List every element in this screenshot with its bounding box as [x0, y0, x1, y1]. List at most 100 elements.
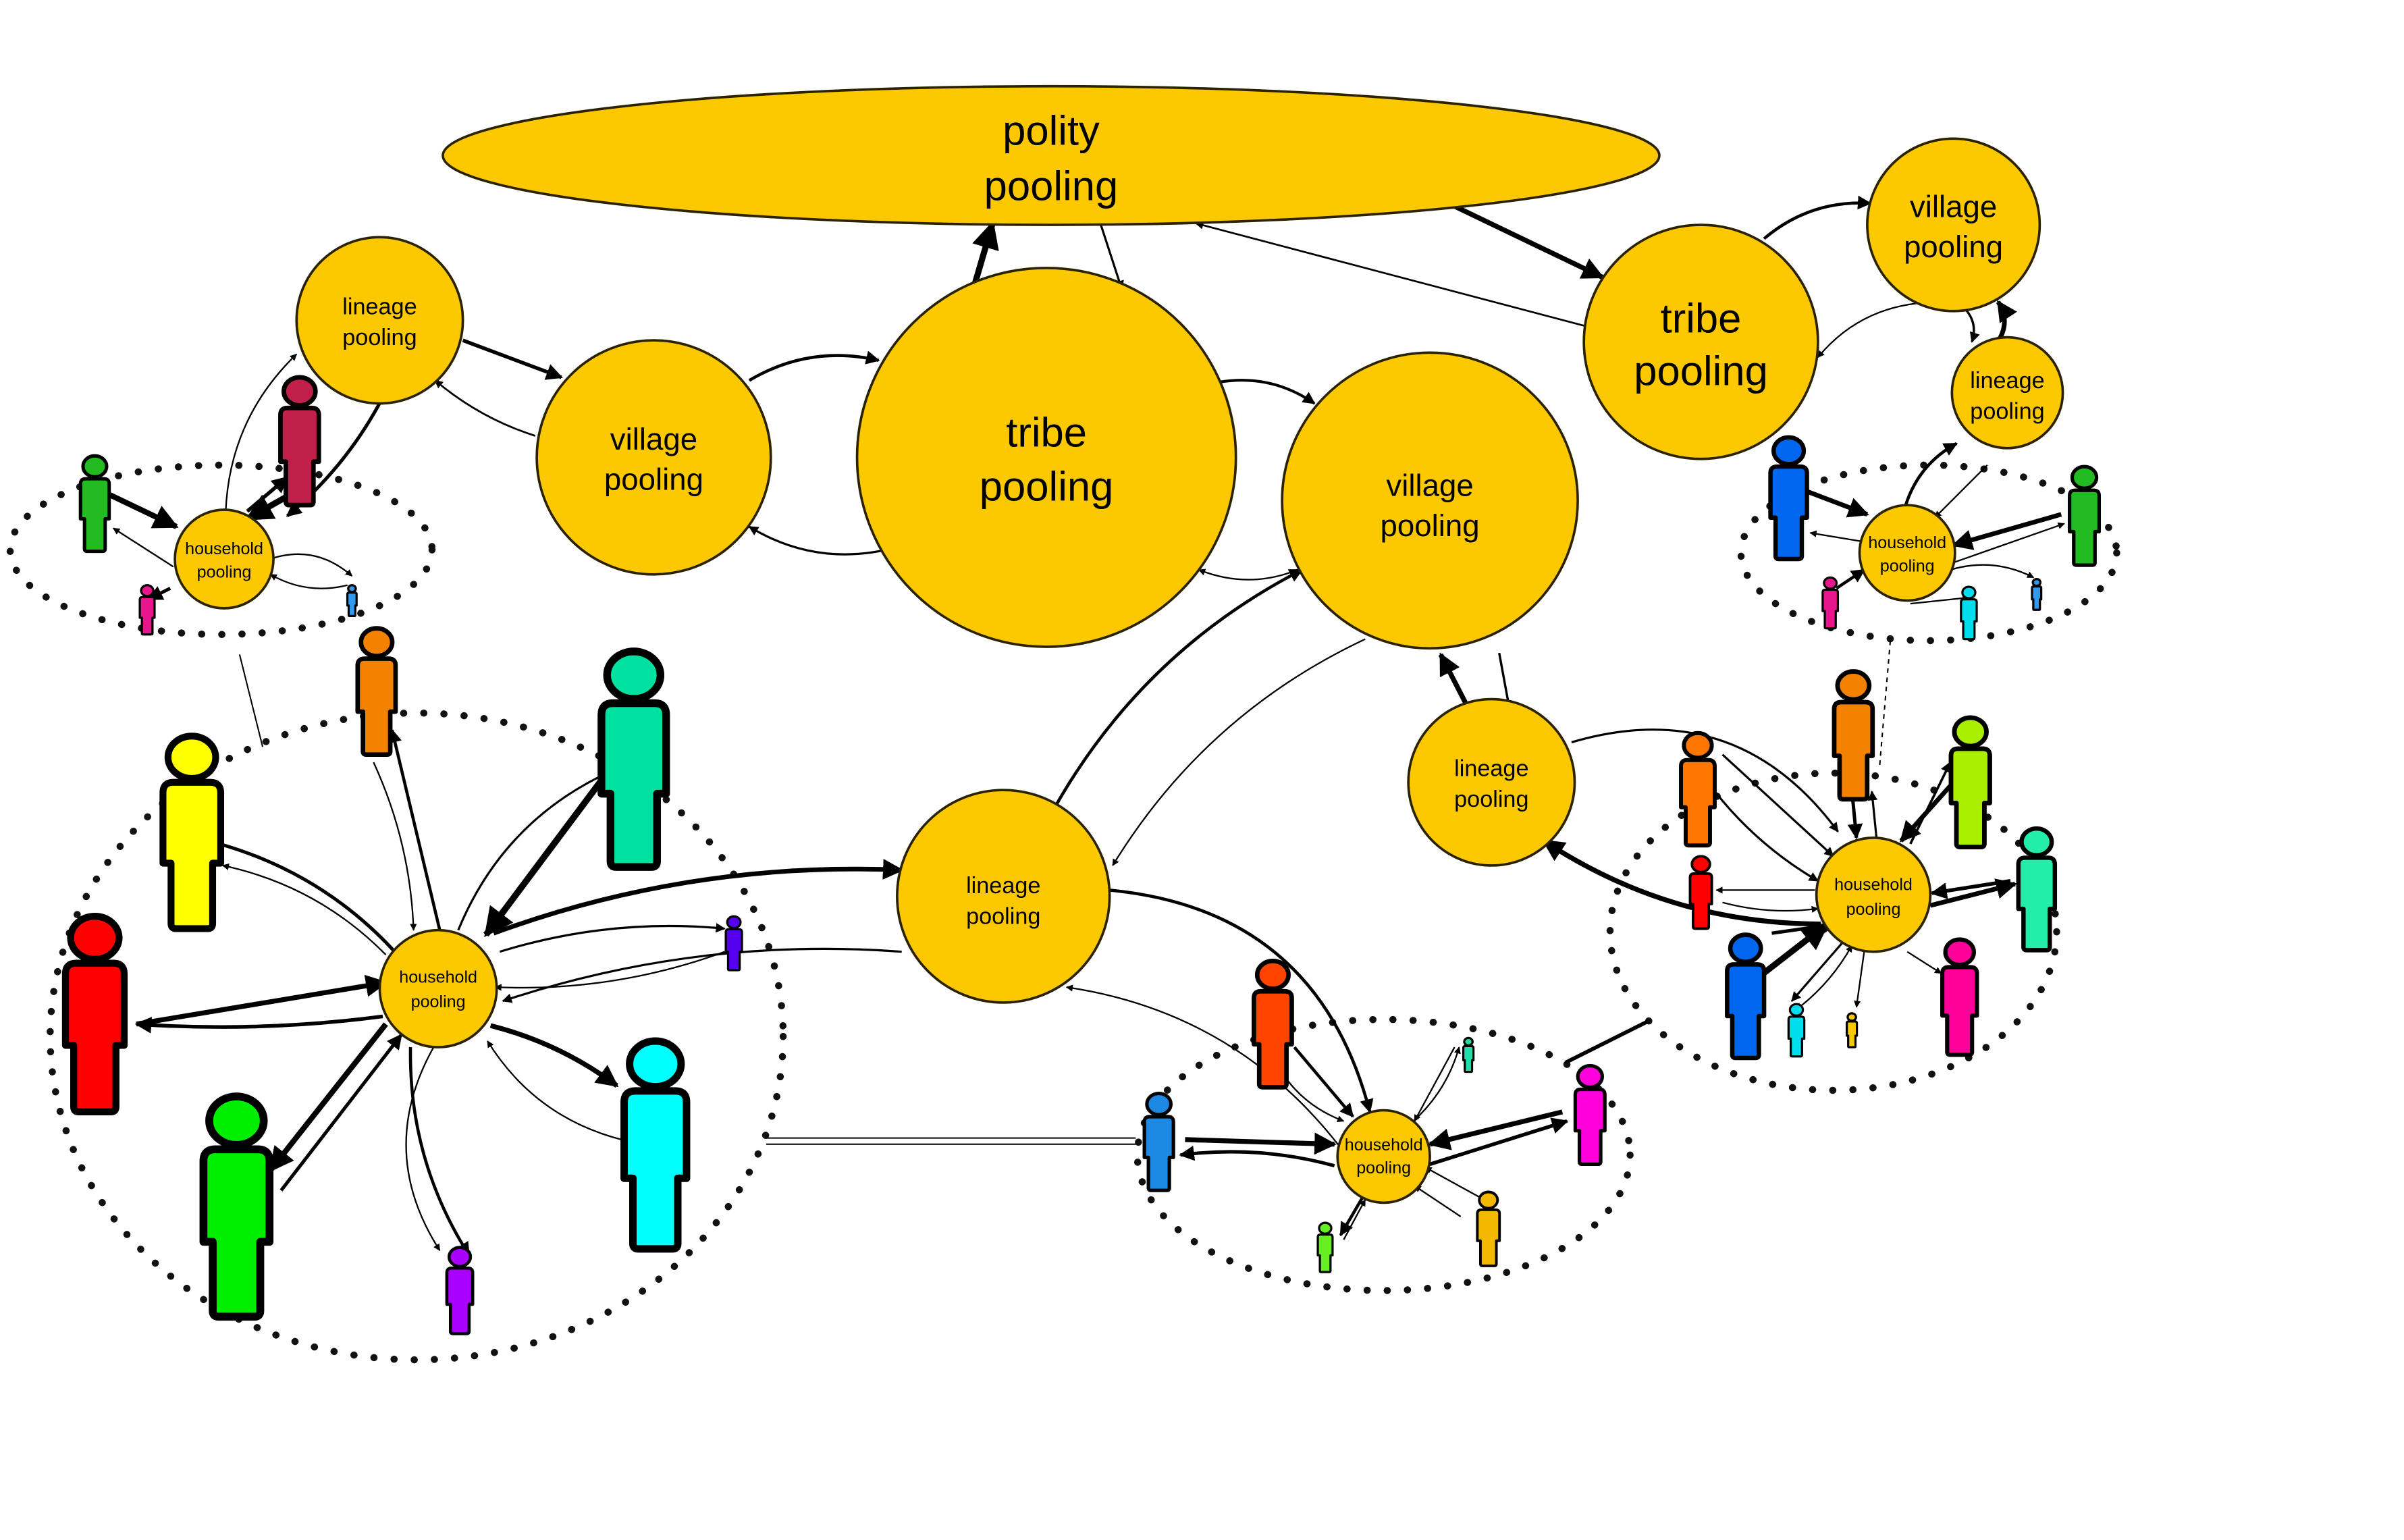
person — [1845, 1012, 1859, 1048]
group-topright — [1737, 461, 2120, 645]
flow-arrow — [219, 842, 406, 964]
flow-arrow — [1065, 984, 1340, 1146]
flow-arrow — [279, 1034, 403, 1192]
flow-arrow — [1542, 839, 1821, 927]
person — [1960, 585, 1978, 641]
flow-arrow — [1996, 300, 2017, 340]
person-body — [1845, 1020, 1859, 1048]
person — [1679, 731, 1717, 848]
person-body — [2068, 488, 2102, 567]
person-head — [603, 647, 665, 703]
flow-arrow — [1906, 951, 1942, 974]
person-body — [597, 699, 670, 871]
person-head — [1823, 576, 1838, 590]
person-body — [1821, 588, 1840, 630]
person-body — [1679, 758, 1717, 848]
person — [2031, 578, 2043, 611]
person — [1142, 1091, 1175, 1192]
person-body — [78, 477, 111, 554]
person-head — [1943, 937, 1977, 967]
person-body — [1940, 965, 1979, 1057]
flow-arrow — [268, 1022, 388, 1173]
person — [355, 626, 398, 758]
flow-arrow — [1836, 568, 1866, 590]
person-head — [2031, 578, 2042, 587]
flow-arrow — [1763, 195, 1872, 240]
flow-arrow — [388, 728, 442, 931]
person-body — [278, 405, 321, 508]
flow-arrow — [462, 338, 563, 380]
flow-arrow — [1709, 785, 1819, 882]
flow-arrow — [434, 379, 536, 437]
person-head — [1576, 1063, 1605, 1090]
person — [1940, 937, 1979, 1057]
flow-arrow — [1409, 1046, 1461, 1125]
flow-arrow — [1339, 1197, 1364, 1237]
person-head — [347, 584, 357, 593]
flow-arrow — [225, 353, 298, 512]
person — [78, 454, 111, 554]
person-body — [138, 595, 156, 636]
flow-arrow — [1951, 512, 2062, 550]
person-head — [2019, 826, 2054, 858]
household-group-boundaries — [6, 461, 2120, 1364]
person — [1573, 1063, 1607, 1167]
flow-arrow — [104, 490, 179, 529]
person — [2016, 826, 2058, 953]
person — [1462, 1036, 1475, 1073]
flow-arrow — [373, 762, 417, 931]
flow-arrow — [1109, 888, 1374, 1113]
flow-arrow — [1722, 901, 1819, 913]
person-head — [140, 584, 155, 598]
person-body — [1252, 988, 1294, 1090]
person-body — [1573, 1087, 1607, 1167]
flow-arrow — [265, 553, 353, 577]
flow-arrow — [1963, 307, 1980, 343]
person — [159, 733, 225, 932]
person — [1832, 669, 1875, 802]
flow-arrow — [1185, 1132, 1337, 1155]
person-head — [1835, 669, 1872, 702]
person — [1821, 576, 1840, 630]
person-body — [2016, 855, 2058, 953]
group-right — [1606, 769, 2060, 1094]
flow-arrow — [493, 859, 904, 936]
flow-arrow — [269, 573, 348, 589]
person-body — [355, 656, 398, 758]
flow-arrow — [1052, 568, 1304, 809]
flow-arrow — [408, 1047, 471, 1256]
person-head — [626, 1037, 685, 1091]
person-head — [358, 626, 395, 659]
flow-arrow — [1447, 201, 1605, 280]
person-head — [81, 454, 109, 479]
person-head — [1961, 585, 1977, 600]
person-body — [2031, 585, 2043, 611]
person-body — [61, 959, 128, 1116]
flow-arrow — [1801, 487, 1869, 518]
flow-arrow — [1798, 945, 1853, 1008]
person — [620, 1037, 691, 1253]
flow-arrow — [136, 974, 388, 1027]
group-left — [6, 461, 436, 639]
person-body — [1462, 1044, 1475, 1073]
flow-arrow — [1571, 728, 1839, 832]
flow-arrow — [457, 769, 615, 931]
person-head — [1145, 1091, 1173, 1117]
person — [199, 1092, 274, 1321]
flow-arrow — [405, 1046, 441, 1252]
flow-arrow — [971, 220, 999, 288]
person — [1725, 932, 1767, 1061]
